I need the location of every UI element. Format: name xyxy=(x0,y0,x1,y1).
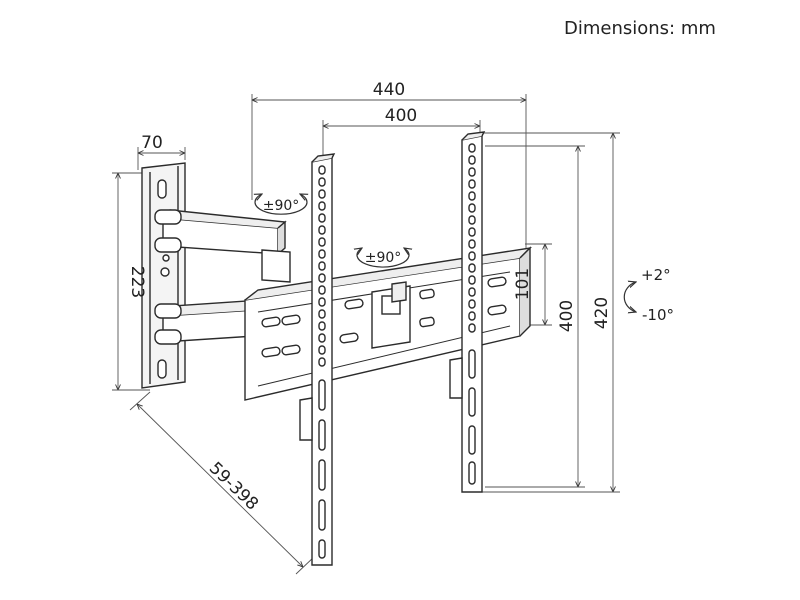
rail-hole xyxy=(318,285,326,295)
overall-height-label: 420 xyxy=(592,297,612,329)
rail-hole xyxy=(468,191,476,201)
rail-hole xyxy=(468,215,476,225)
rail-hole xyxy=(468,227,476,237)
rail-slot xyxy=(318,459,326,491)
rail-hole xyxy=(468,155,476,165)
rail-hole xyxy=(468,167,476,177)
vertical-rail-right xyxy=(449,131,486,493)
rail-hole xyxy=(318,237,326,247)
rail-hole xyxy=(468,323,476,333)
rail-hole xyxy=(318,261,326,271)
overall-width-label: 440 xyxy=(373,80,405,100)
rail-hole xyxy=(468,263,476,273)
rail-hole xyxy=(468,251,476,261)
swivel-angle-label: ±90° xyxy=(263,198,300,214)
rail-hole xyxy=(468,143,476,153)
rail-hole xyxy=(468,239,476,249)
rail-slot xyxy=(318,499,326,531)
tilt-arrow xyxy=(623,282,636,312)
rail-hole xyxy=(318,357,326,367)
wall-distance-label: 59-398 xyxy=(205,458,262,514)
rail-hole xyxy=(318,345,326,355)
rail-hole xyxy=(318,213,326,223)
wall-plate xyxy=(141,162,186,389)
rail-slot xyxy=(468,387,476,417)
vertical-rail-left xyxy=(299,153,336,566)
rail-slot xyxy=(318,379,326,411)
dimension-lines xyxy=(112,94,620,575)
right-rail-holes xyxy=(468,143,476,485)
rail-hole xyxy=(468,299,476,309)
arm-width-label: 70 xyxy=(141,133,163,153)
rail-hole xyxy=(318,273,326,283)
rail-hole xyxy=(468,179,476,189)
rail-slot xyxy=(318,419,326,451)
rail-hole xyxy=(468,311,476,321)
rail-slot xyxy=(468,349,476,379)
rail-slot xyxy=(468,425,476,455)
rail-hole xyxy=(318,297,326,307)
rail-hole xyxy=(318,309,326,319)
rail-hole xyxy=(318,321,326,331)
rail-hole xyxy=(318,177,326,187)
rail-hole xyxy=(318,165,326,175)
vesa-horizontal-label: 400 xyxy=(385,106,417,126)
rail-slot xyxy=(468,461,476,485)
rail-hole xyxy=(468,203,476,213)
bracket-height-label: 101 xyxy=(513,268,533,300)
rail-slot xyxy=(318,539,326,559)
wall-plate-height-label: 223 xyxy=(127,266,147,298)
rotation-arrow xyxy=(357,248,409,268)
units-label: Dimensions: mm xyxy=(564,18,716,39)
rail-hole xyxy=(318,333,326,343)
left-rail-holes xyxy=(318,165,326,559)
tilt-up-label: +2° xyxy=(641,266,671,284)
rail-hole xyxy=(318,249,326,259)
vesa-vertical-label: 400 xyxy=(557,300,577,332)
rail-hole xyxy=(468,275,476,285)
rail-hole xyxy=(318,201,326,211)
rail-hole xyxy=(318,225,326,235)
swivel-arrow xyxy=(255,194,307,215)
tilt-down-label: -10° xyxy=(642,306,674,324)
rotation-angle-label: ±90° xyxy=(365,250,402,266)
rail-hole xyxy=(318,189,326,199)
swing-arms xyxy=(154,209,291,345)
rail-hole xyxy=(468,287,476,297)
